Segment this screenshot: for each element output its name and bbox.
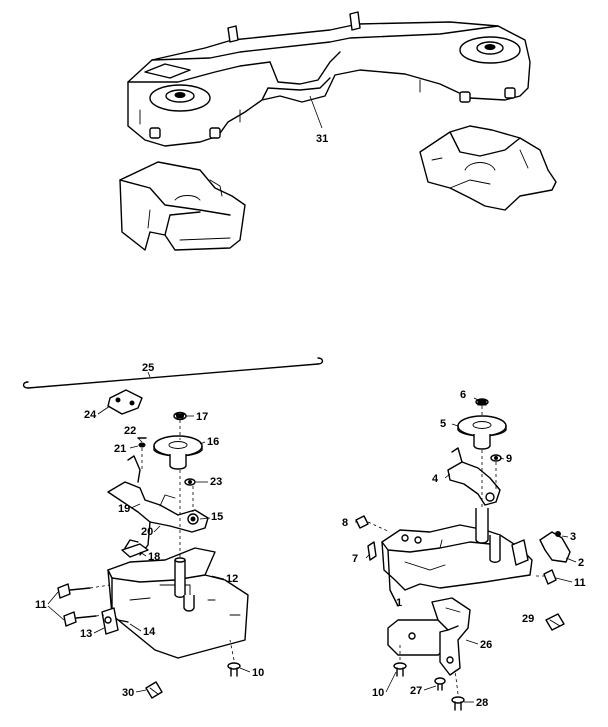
callout-8: 8 xyxy=(342,517,348,529)
arm-right xyxy=(447,447,501,506)
left-support-bracket xyxy=(119,161,246,251)
left-chassis-plate xyxy=(107,547,249,659)
washer-right xyxy=(490,454,502,462)
callout-20: 20 xyxy=(141,526,153,538)
turntable-right xyxy=(457,415,507,450)
callout-30: 30 xyxy=(122,687,134,699)
right-support-bracket xyxy=(419,125,557,211)
bracket-part xyxy=(107,389,143,415)
callout-leaders xyxy=(47,397,577,703)
callout-11-left: 11 xyxy=(35,599,47,611)
turntable-part xyxy=(153,435,203,470)
callout-labels: 31 25 24 22 21 17 16 23 19 20 15 18 12 1… xyxy=(35,133,586,709)
support-bracket-26 xyxy=(387,597,471,676)
callout-13: 13 xyxy=(80,628,92,640)
callout-23: 23 xyxy=(210,476,222,488)
callout-28: 28 xyxy=(476,697,488,709)
right-chassis-plate xyxy=(381,508,533,607)
washer-part xyxy=(184,478,196,486)
callout-4: 4 xyxy=(432,473,439,485)
rod-part xyxy=(22,357,324,389)
assembly-lines-right xyxy=(367,406,544,695)
callout-2: 2 xyxy=(578,557,584,569)
callout-16: 16 xyxy=(207,436,219,448)
callout-18: 18 xyxy=(148,551,160,563)
callout-19: 19 xyxy=(118,503,130,515)
screw-top-right xyxy=(475,398,489,406)
callout-21: 21 xyxy=(114,443,126,455)
top-chassis-assembly xyxy=(127,11,531,147)
clip-part xyxy=(145,681,163,699)
screws-bottom-right xyxy=(393,662,465,711)
callout-9: 9 xyxy=(506,453,512,465)
callout-1: 1 xyxy=(396,597,402,609)
bracket-clip-part xyxy=(101,607,129,635)
callout-15: 15 xyxy=(211,511,223,523)
callout-10-right: 10 xyxy=(372,687,384,699)
callout-14: 14 xyxy=(143,626,156,638)
callout-17: 17 xyxy=(196,411,208,423)
callout-11-right: 11 xyxy=(574,577,586,589)
screw-part xyxy=(173,411,187,421)
screw-part-8 xyxy=(355,515,369,529)
callout-12: 12 xyxy=(226,573,238,585)
callout-5: 5 xyxy=(440,418,446,430)
callout-6: 6 xyxy=(460,389,466,401)
callout-22: 22 xyxy=(124,425,136,437)
small-fittings xyxy=(137,437,147,448)
screw-right-11 xyxy=(543,569,557,585)
callout-3: 3 xyxy=(570,531,576,543)
callout-31: 31 xyxy=(316,133,328,145)
callout-29: 29 xyxy=(522,613,534,625)
callout-27: 27 xyxy=(410,685,422,697)
callout-7: 7 xyxy=(352,553,358,565)
spring-clip-part xyxy=(121,539,149,558)
pin-part-7 xyxy=(367,541,377,561)
callout-25: 25 xyxy=(142,362,154,374)
screw-bottom-left xyxy=(227,662,241,677)
assembly-lines-left xyxy=(89,420,235,661)
clip-part-29 xyxy=(545,613,565,631)
callout-24: 24 xyxy=(84,409,97,421)
callout-26: 26 xyxy=(480,639,492,651)
screws-left xyxy=(57,583,97,627)
callout-10-left: 10 xyxy=(252,667,264,679)
latch-right xyxy=(539,531,571,563)
